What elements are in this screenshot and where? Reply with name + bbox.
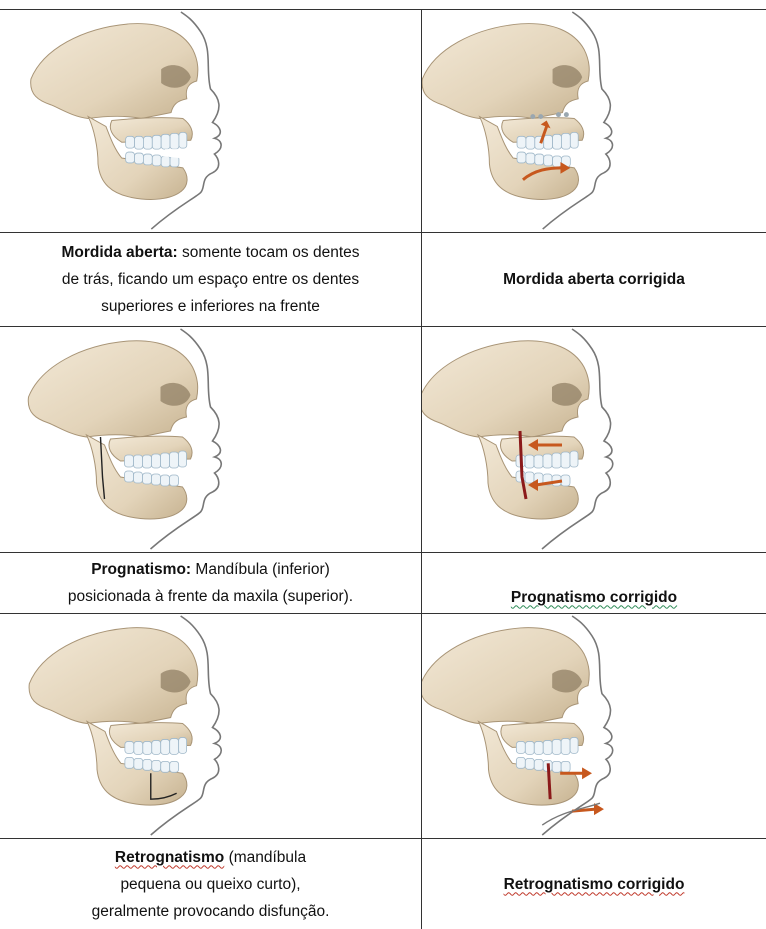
caption-line: geralmente provocando disfunção. xyxy=(92,898,330,925)
caption-retrognathism: Retrognatismo (mandíbula pequena ou quei… xyxy=(0,839,421,929)
caption-line: pequena ou queixo curto), xyxy=(92,871,330,898)
caption-prognathism: Prognatismo: Mandíbula (inferior) posici… xyxy=(0,553,421,613)
caption-open-bite-corrected: Mordida aberta corrigida xyxy=(422,233,766,326)
caption-retrognathism-corrected: Retrognatismo corrigido xyxy=(422,839,766,929)
caption-prognathism-corrected: Prognatismo corrigido xyxy=(422,553,766,613)
caption-term: Retrognatismo xyxy=(115,849,224,866)
caption-term: Prognatismo corrigido xyxy=(511,584,677,611)
skull-retrognathism xyxy=(0,614,421,838)
skull-open-bite xyxy=(0,10,421,232)
skull-open-bite-corrected xyxy=(422,10,766,232)
caption-term: Retrognatismo corrigido xyxy=(504,871,685,898)
caption-line: (mandíbula xyxy=(229,849,307,866)
caption-term: Mordida aberta corrigida xyxy=(503,266,685,293)
skull-prognathism xyxy=(0,327,421,552)
caption-term: Prognatismo: xyxy=(91,561,191,578)
skull-prognathism-corrected xyxy=(422,327,766,552)
caption-line: de trás, ficando um espaço entre os dent… xyxy=(61,266,359,293)
caption-line: superiores e inferiores na frente xyxy=(61,293,359,320)
caption-open-bite: Mordida aberta: somente tocam os dentes … xyxy=(0,233,421,326)
caption-line: somente tocam os dentes xyxy=(182,244,360,261)
skull-retrognathism-corrected xyxy=(422,614,766,838)
caption-line: posicionada à frente da maxila (superior… xyxy=(68,583,353,610)
caption-term: Mordida aberta: xyxy=(61,244,177,261)
caption-line: Mandíbula (inferior) xyxy=(195,561,329,578)
